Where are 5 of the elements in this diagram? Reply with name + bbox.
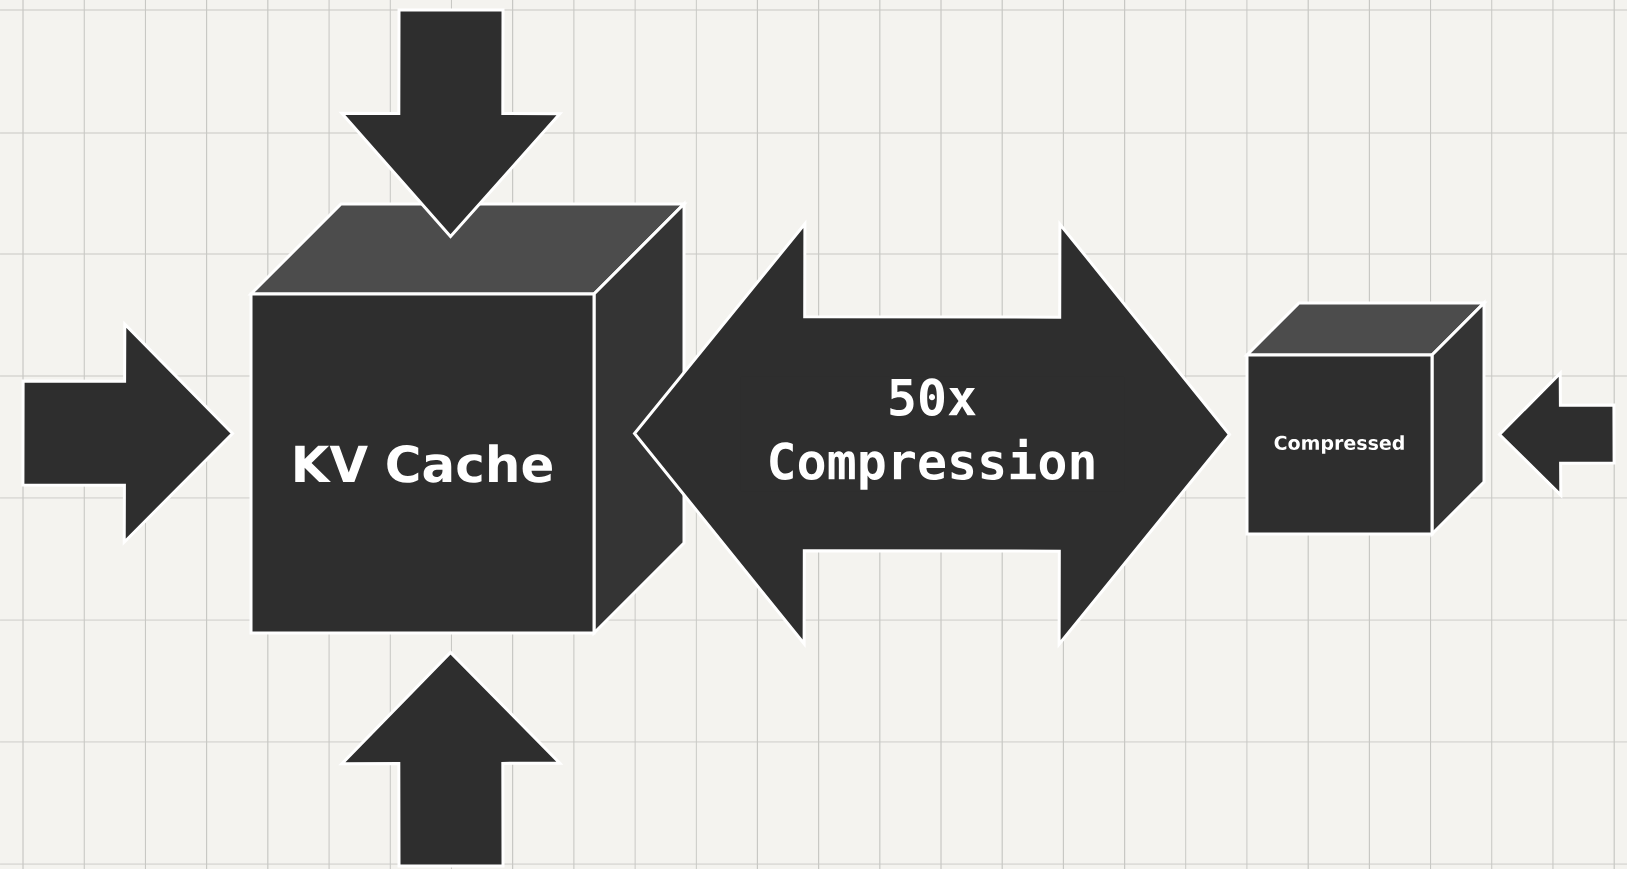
edge-label: 50x Compression bbox=[740, 376, 1124, 492]
block-arrow bbox=[21, 320, 235, 546]
block-arrow bbox=[338, 650, 564, 868]
block-arrow bbox=[338, 8, 564, 239]
block-arrow bbox=[1497, 369, 1616, 499]
